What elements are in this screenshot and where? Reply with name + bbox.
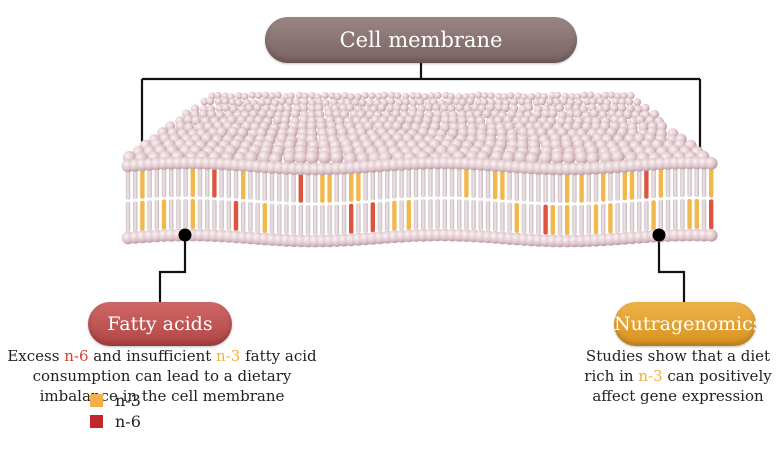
n3-swatch: [90, 394, 103, 407]
fatty-acids-label: Fatty acids: [88, 302, 232, 346]
fatty-acids-marker: [179, 229, 192, 242]
fatty-text-3: n-3: [216, 347, 240, 365]
fatty-text-1: n-6: [64, 347, 88, 365]
legend-label-n3: n-3: [115, 391, 141, 410]
legend-label-n6: n-6: [115, 412, 141, 431]
nutri-text-1: n-3: [638, 367, 662, 385]
nutragenomics-connector: [659, 235, 684, 302]
nutragenomics-label: Nutragenomics: [614, 302, 756, 346]
fatty-text-2: and insufficient: [89, 347, 217, 365]
n6-swatch: [90, 415, 103, 428]
legend-item-n6: n-6: [90, 411, 141, 432]
legend: n-3 n-6: [90, 390, 141, 432]
lipid-bilayer: [122, 91, 718, 247]
legend-item-n3: n-3: [90, 390, 141, 411]
cell-membrane-title: Cell membrane: [265, 17, 577, 63]
nutragenomics-description: Studies show that a diet rich in n-3 can…: [580, 346, 776, 406]
fatty-acids-connector: [160, 235, 185, 302]
nutragenomics-marker: [653, 229, 666, 242]
fatty-acids-description: Excess n-6 and insufficient n-3 fatty ac…: [4, 346, 320, 406]
fatty-text-0: Excess: [7, 347, 64, 365]
